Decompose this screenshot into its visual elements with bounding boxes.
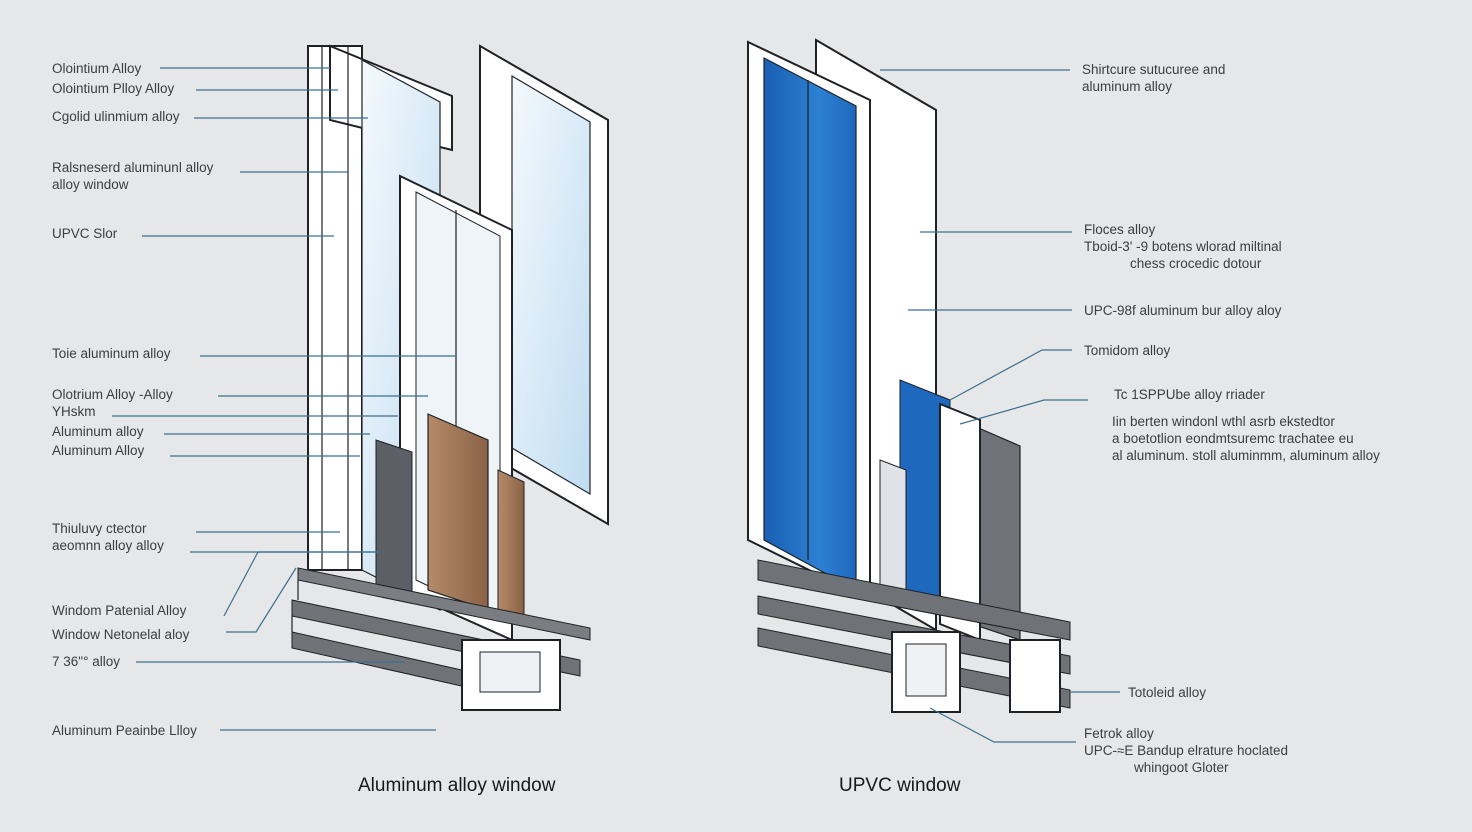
label-right-4: Tomidom alloy	[1084, 343, 1171, 358]
label-left-14: Aluminum Peainbe Llloy	[52, 723, 197, 738]
left-leader-lines	[112, 67, 456, 731]
label-left-6: Toie aluminum alloy	[52, 346, 171, 361]
aluminum-window-illustration	[291, 44, 609, 711]
label-right-7: Totoleid alloy	[1128, 685, 1207, 700]
label-left-3: Cgolid ulinmium alloy	[52, 109, 180, 124]
label-left-12: Window Netonelal aloy	[52, 627, 190, 642]
label-left-5: UPVC Slor	[52, 226, 118, 241]
right-leader-lines	[880, 69, 1120, 743]
label-left-11: Windom Patenial Alloy	[52, 603, 187, 618]
label-left-2: Olointium Plloy Alloy	[52, 81, 175, 96]
label-left-9: Aluminum Alloy	[52, 443, 145, 458]
label-right-3: UPC-98f aluminum bur alloy aloy	[1084, 303, 1282, 318]
label-right-5: Tc 1SPPUbe alloy rriader	[1114, 387, 1265, 402]
upvc-window-illustration	[747, 38, 1071, 713]
label-left-13: 7 36"° alloy	[52, 654, 120, 669]
caption-upvc-window: UPVC window	[839, 775, 961, 796]
label-left-1: Olointium Alloy	[52, 61, 142, 76]
caption-aluminum-window: Aluminum alloy window	[358, 775, 556, 796]
label-left-8: Aluminum alloy	[52, 424, 144, 439]
